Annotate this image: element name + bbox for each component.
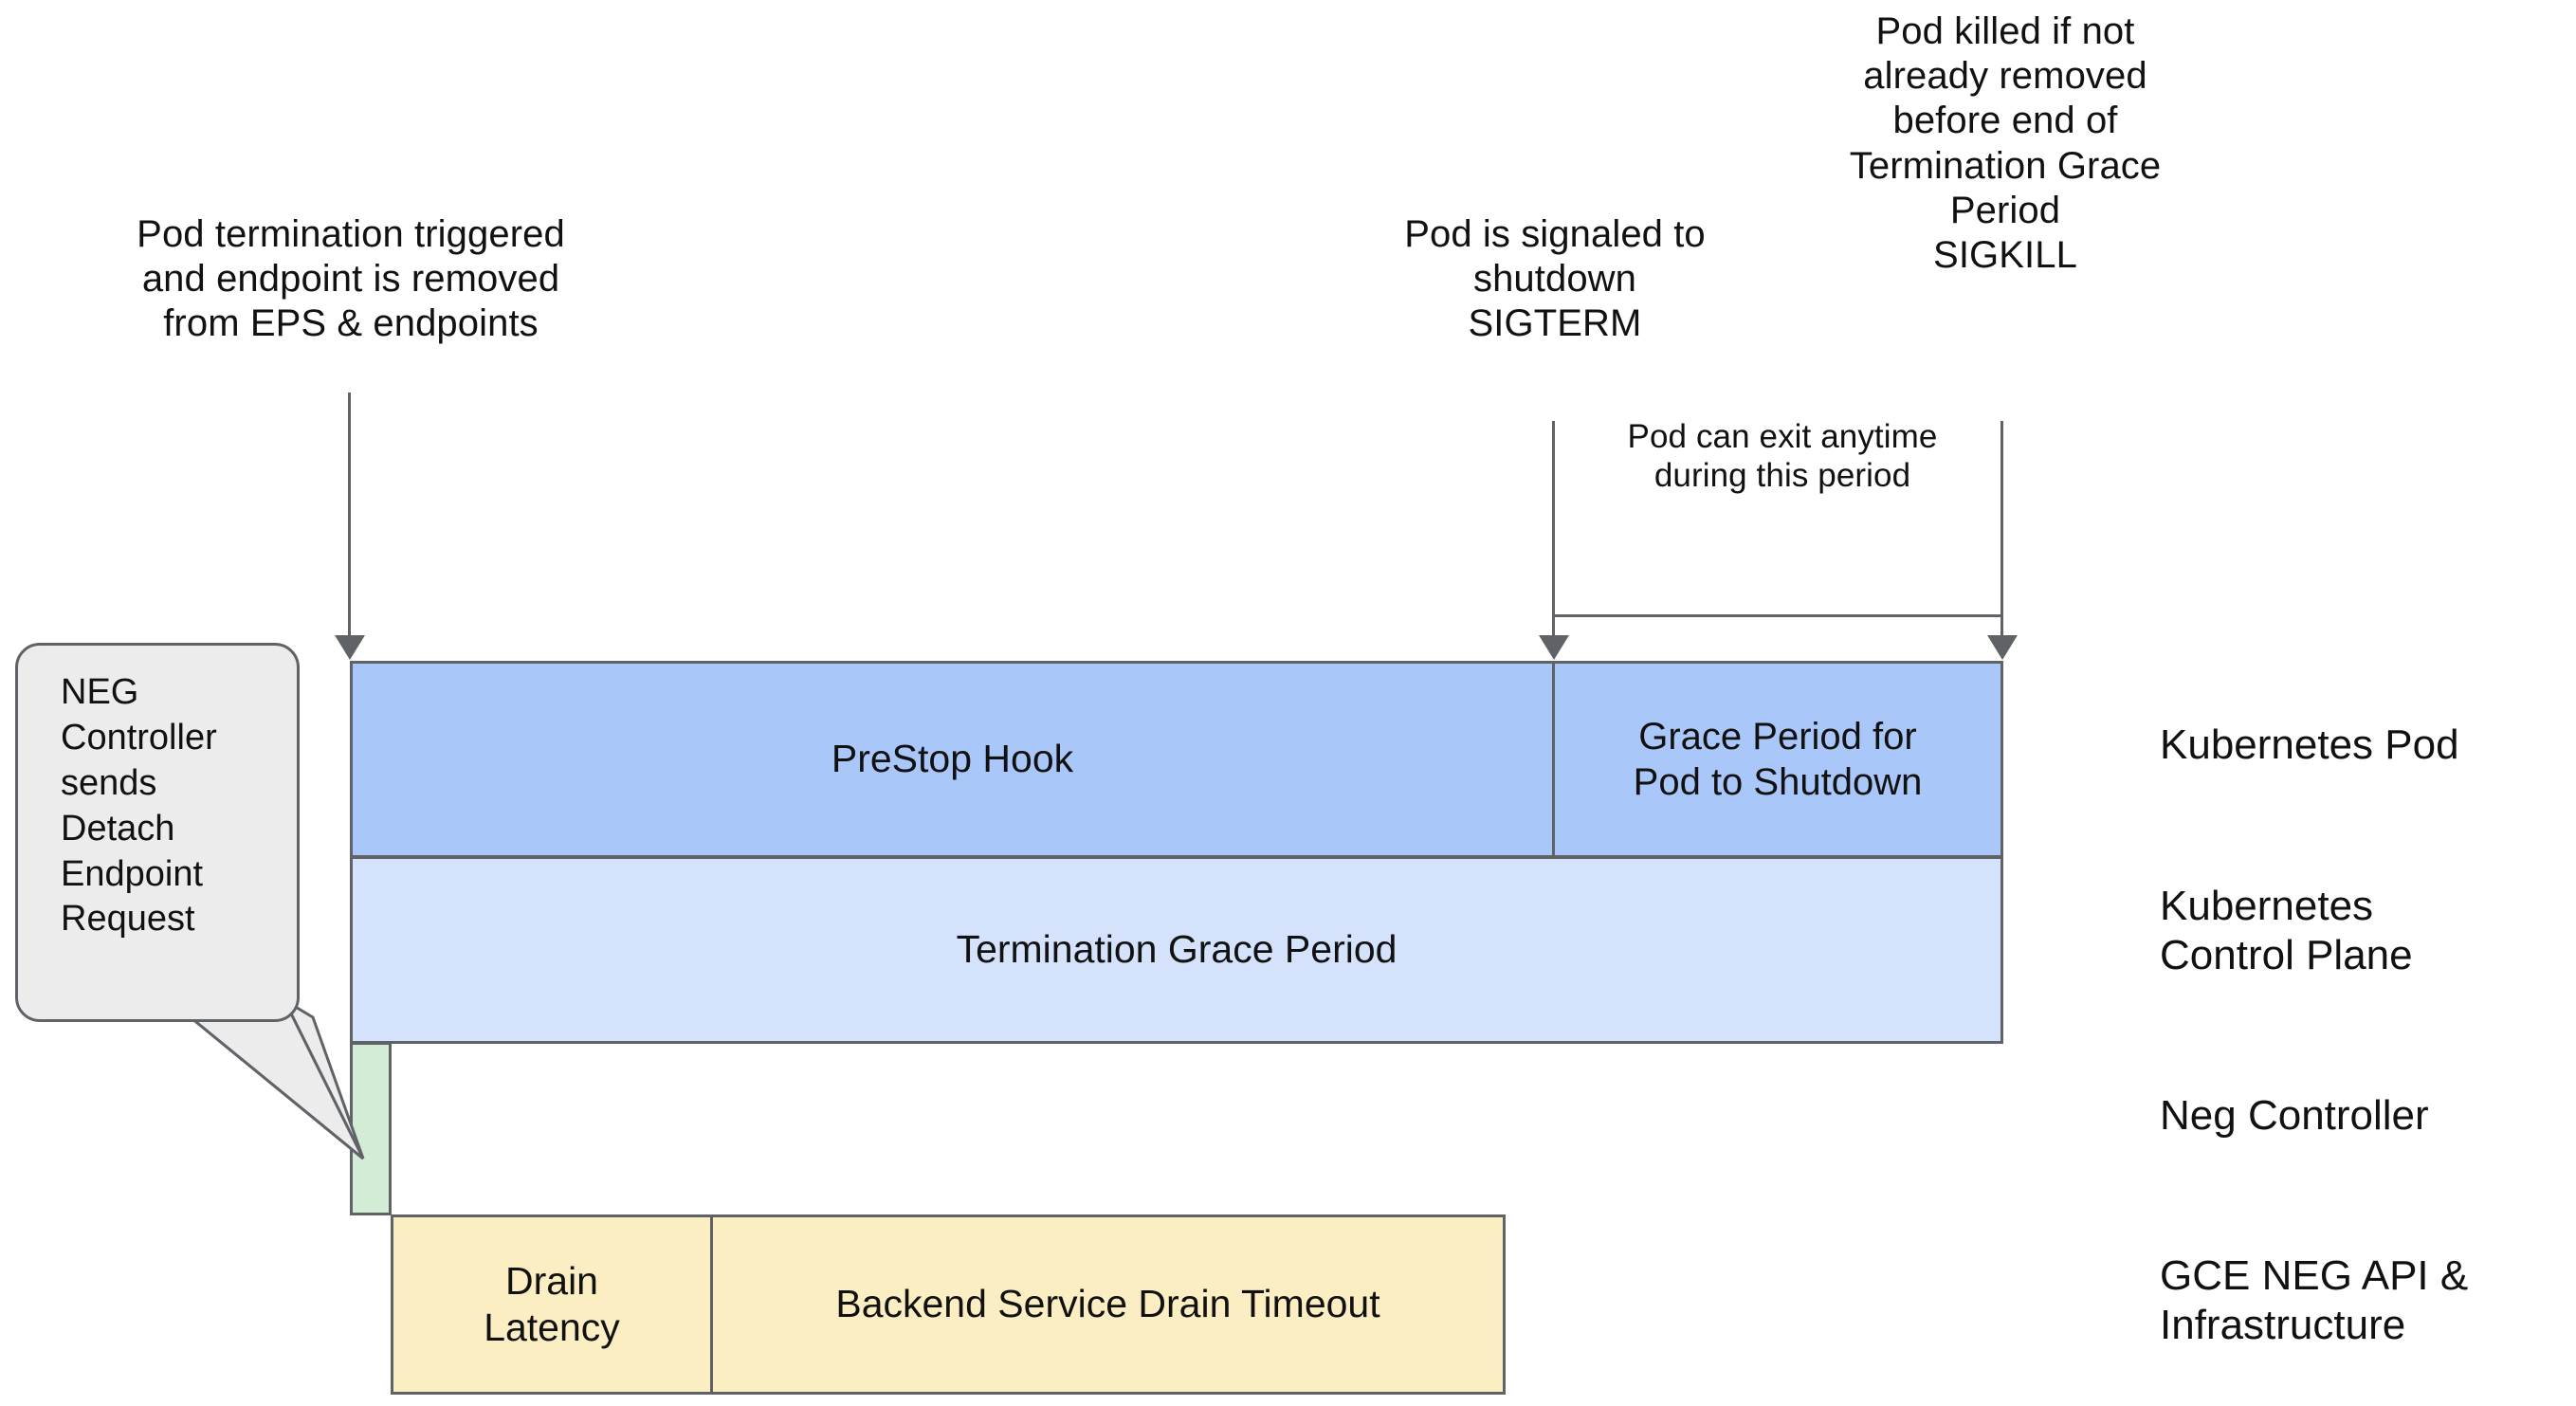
callout-neg-controller-detach: NEG Controller sends Detach Endpoint Req… bbox=[15, 643, 300, 1022]
annotation-pod-can-exit-anytime: Pod can exit anytime during this period bbox=[1627, 418, 1938, 495]
lane-label-neg-controller: Neg Controller bbox=[2160, 1092, 2429, 1139]
bar-termination-grace-period: Termination Grace Period bbox=[350, 856, 2003, 1044]
arrow-line-sigterm bbox=[1552, 421, 1555, 637]
arrow-head-pod-termination bbox=[335, 635, 365, 660]
grace-window-connector bbox=[1554, 614, 2003, 617]
arrow-line-pod-termination bbox=[348, 393, 351, 637]
bar-prestop-hook: PreStop Hook bbox=[350, 661, 1555, 858]
lane-label-gce-neg-api-infrastructure: GCE NEG API & Infrastructure bbox=[2160, 1252, 2469, 1348]
annotation-pod-signaled-shutdown: Pod is signaled to shutdown SIGTERM bbox=[1404, 213, 1706, 345]
bar-grace-period-for-pod-to-shutdown: Grace Period for Pod to Shutdown bbox=[1552, 661, 2003, 858]
annotation-pod-termination-triggered: Pod termination triggered and endpoint i… bbox=[137, 213, 565, 345]
lane-label-kubernetes-control-plane: Kubernetes Control Plane bbox=[2160, 883, 2413, 978]
bar-backend-service-drain-timeout: Backend Service Drain Timeout bbox=[710, 1214, 1506, 1395]
bar-drain-latency: Drain Latency bbox=[391, 1214, 713, 1395]
annotation-pod-killed-sigkill: Pod killed if not already removed before… bbox=[1849, 10, 2162, 276]
bar-neg-detach bbox=[350, 1042, 392, 1215]
arrow-line-sigkill bbox=[2001, 421, 2003, 637]
arrow-head-sigterm bbox=[1539, 635, 1569, 660]
lane-label-kubernetes-pod: Kubernetes Pod bbox=[2160, 721, 2459, 768]
arrow-head-sigkill bbox=[1987, 635, 2018, 660]
